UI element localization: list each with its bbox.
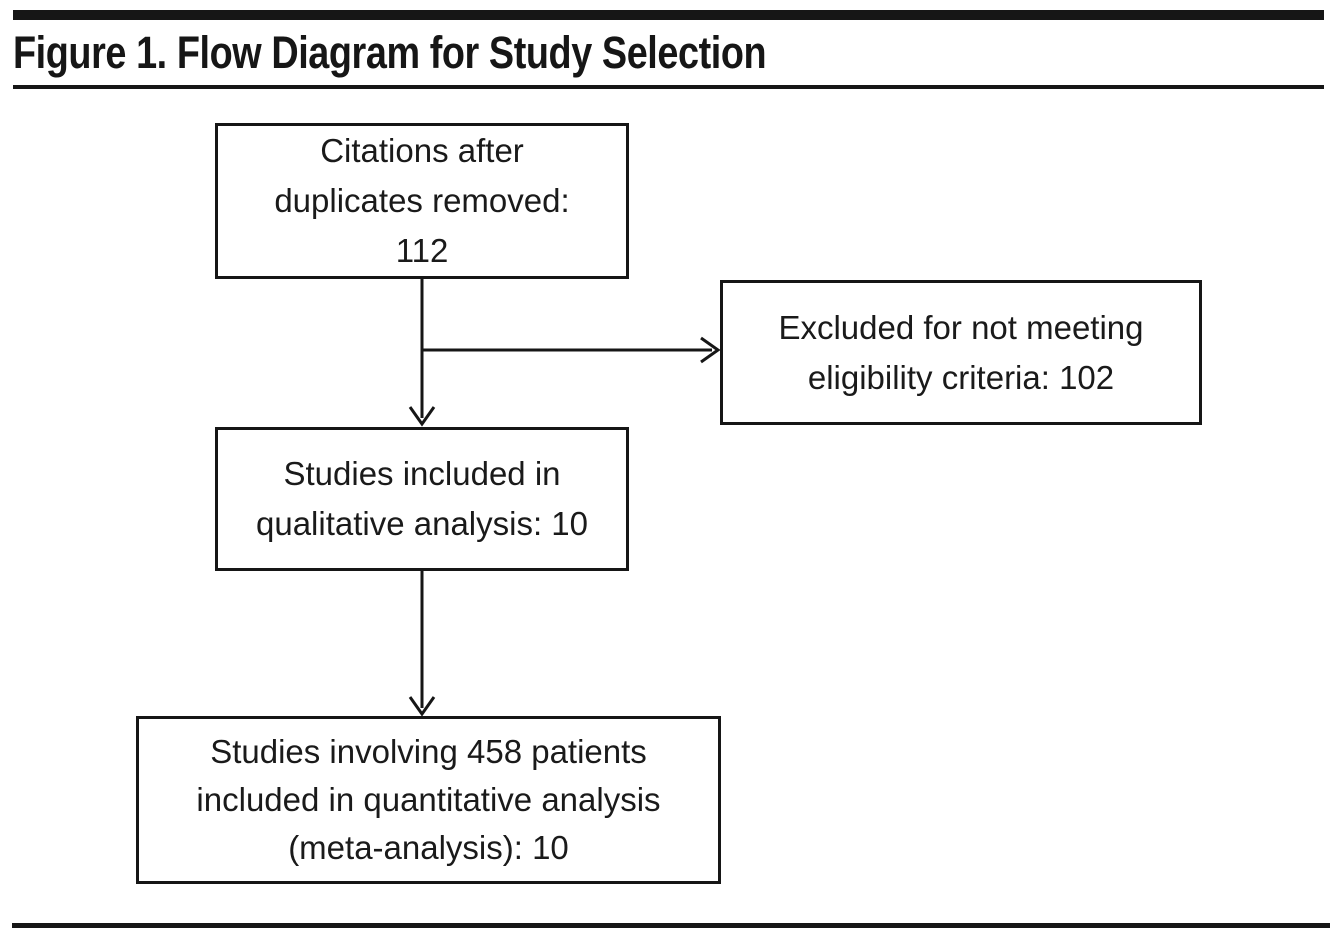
node-count: 112 [395, 232, 449, 269]
node-quantitative-analysis: Studies involving 458 patients included … [136, 716, 721, 884]
node-text-line: Excluded for not meeting [778, 308, 1144, 346]
arrowhead-down-to-qualitative [408, 406, 436, 427]
node-text-line: duplicates removed: [274, 182, 570, 219]
top-rule [13, 10, 1324, 20]
node-qualitative-analysis: Studies included in qualitative analysis… [215, 427, 629, 571]
title-divider-rule [13, 85, 1324, 89]
node-text-line: Citations after [320, 132, 524, 169]
node-text-line: eligibility criteria: 102 [807, 358, 1115, 396]
node-text-line: Studies involving 458 patients [210, 733, 647, 770]
node-citations-after-duplicates: Citations after duplicates removed: 112 [215, 123, 629, 279]
node-excluded-eligibility: Excluded for not meeting eligibility cri… [720, 280, 1202, 425]
bottom-rule [12, 923, 1330, 928]
figure-title: Figure 1. Flow Diagram for Study Selecti… [13, 27, 767, 78]
node-text-line: qualitative analysis: 10 [255, 505, 589, 542]
node-text-line: Studies included in [283, 455, 561, 492]
arrowhead-right-to-excluded [700, 336, 721, 364]
arrowhead-down-to-quantitative [408, 696, 436, 717]
node-text-line: included in quantitative analysis [196, 781, 661, 818]
node-text-line: (meta-analysis): 10 [288, 829, 569, 866]
